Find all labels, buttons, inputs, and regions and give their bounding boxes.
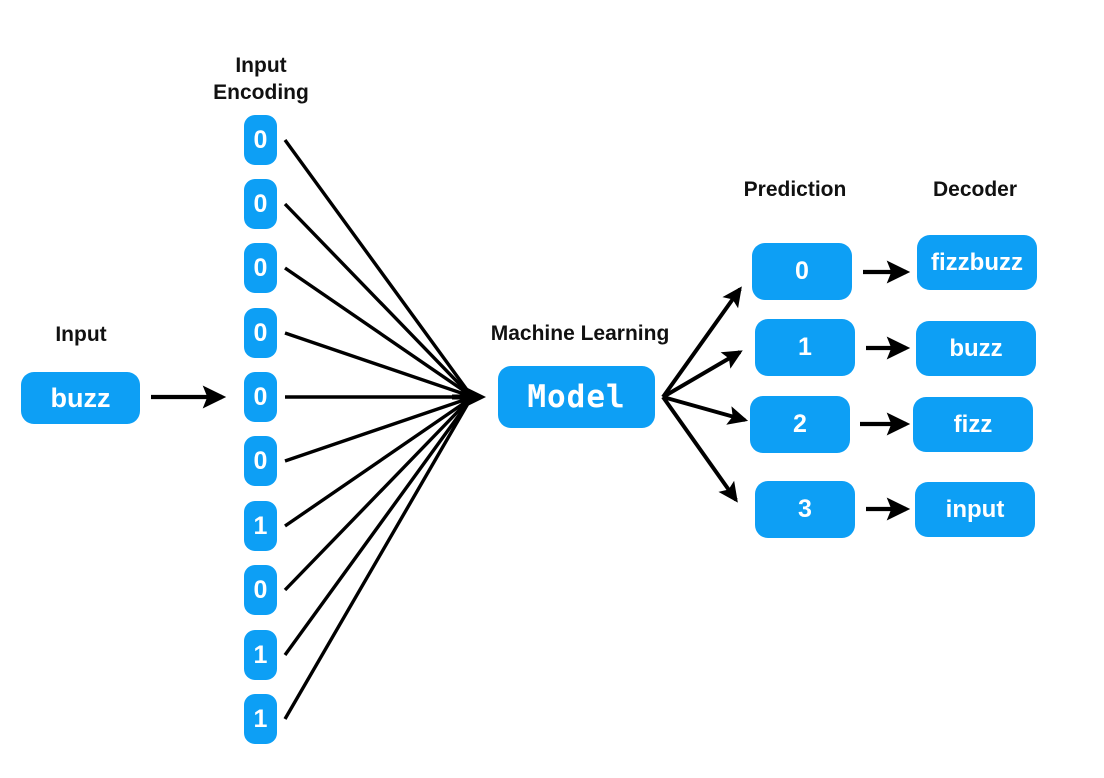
decoder-box-buzz[interactable]: buzz <box>916 321 1036 376</box>
encoding-bit-2[interactable]: 0 <box>244 243 277 293</box>
prediction-box-2[interactable]: 2 <box>750 396 850 453</box>
input-box[interactable]: buzz <box>21 372 140 424</box>
caption-machine-learning: Machine Learning <box>490 322 670 345</box>
encoding-bit-4[interactable]: 0 <box>244 372 277 422</box>
decoder-box-fizzbuzz[interactable]: fizzbuzz <box>917 235 1037 290</box>
encoding-bit-1[interactable]: 0 <box>244 179 277 229</box>
fan-in-lines <box>283 138 472 720</box>
prediction-box-3[interactable]: 3 <box>755 481 855 538</box>
prediction-box-1[interactable]: 1 <box>755 319 855 376</box>
caption-decoder: Decoder <box>932 178 1018 201</box>
encoding-bit-3[interactable]: 0 <box>244 308 277 358</box>
prediction-box-0[interactable]: 0 <box>752 243 852 300</box>
decoder-box-fizz[interactable]: fizz <box>913 397 1033 452</box>
prediction-to-decoder-arrows <box>860 260 911 521</box>
encoding-bit-7[interactable]: 0 <box>244 565 277 615</box>
encoding-bit-5[interactable]: 0 <box>244 436 277 486</box>
fan-out-lines <box>661 286 749 503</box>
caption-input: Input <box>55 323 107 346</box>
encoding-bit-8[interactable]: 1 <box>244 630 277 680</box>
model-box[interactable]: Model <box>498 366 655 428</box>
encoding-bit-0[interactable]: 0 <box>244 115 277 165</box>
caption-input-encoding: Input Encoding <box>213 54 309 104</box>
encoding-bit-9[interactable]: 1 <box>244 694 277 744</box>
encoding-bit-6[interactable]: 1 <box>244 501 277 551</box>
caption-prediction: Prediction <box>743 178 847 201</box>
decoder-box-input[interactable]: input <box>915 482 1035 537</box>
